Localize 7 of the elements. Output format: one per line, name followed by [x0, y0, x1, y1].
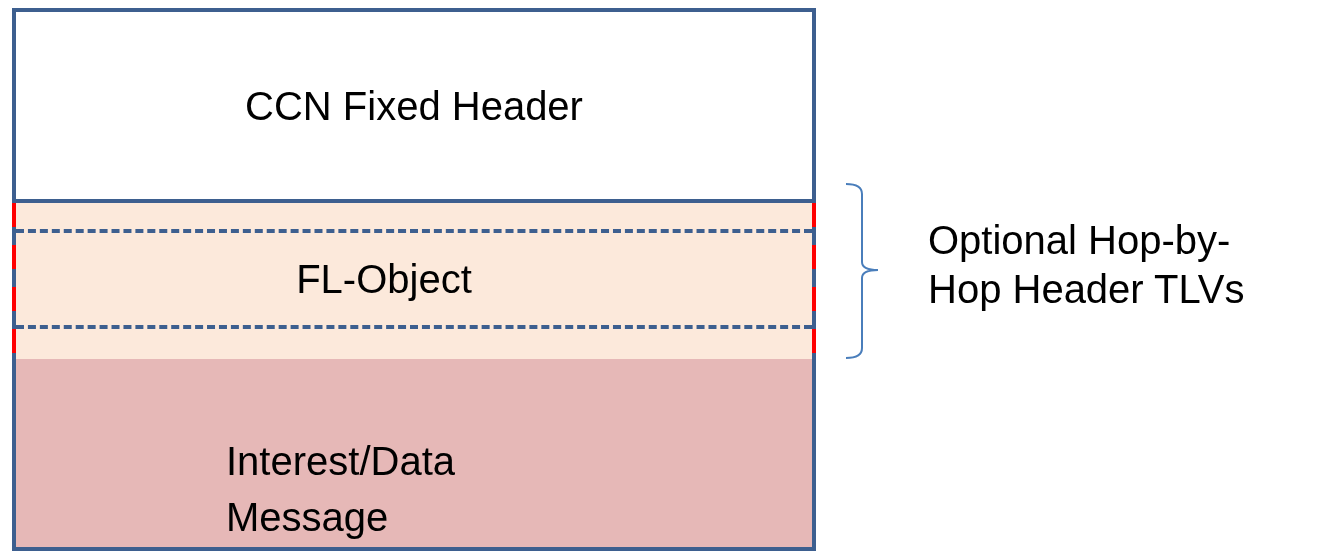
bracket-label: Optional Hop-by-Hop Header TLVs: [928, 217, 1246, 313]
node-label: CCN Fixed Header: [245, 82, 583, 129]
message-box: [12, 359, 816, 551]
node-label: FL-Object: [296, 256, 472, 302]
header-box: [12, 8, 816, 203]
dashed-box: [16, 229, 812, 329]
node-label: Interest/Data Message: [226, 438, 456, 541]
